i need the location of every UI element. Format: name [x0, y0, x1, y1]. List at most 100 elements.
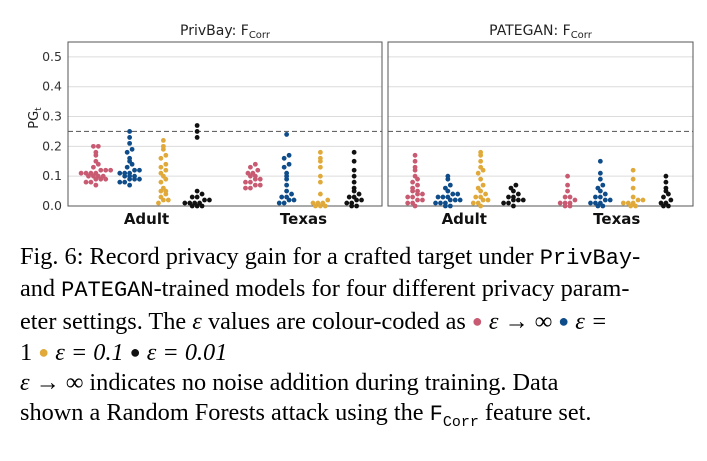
point-texas-eps-0-01 [663, 179, 669, 185]
panel-frame [67, 41, 383, 207]
point-adult-eps-1 [455, 191, 461, 197]
legend-dot-eps-1-icon: ● [558, 311, 570, 331]
point-adult-eps-inf [98, 167, 104, 173]
point-adult-eps-1 [124, 164, 130, 170]
legend-eps-0-1: ε = 0.1 [55, 339, 124, 366]
caption-text: shown a Random Forests attack using the [20, 399, 430, 426]
point-adult-eps-1 [129, 161, 135, 167]
point-texas-eps-0-01 [351, 173, 357, 179]
point-adult-eps-1 [435, 194, 441, 200]
point-texas-eps-1 [588, 200, 593, 206]
point-texas-eps-1 [607, 197, 613, 203]
point-texas-eps-0-01 [661, 203, 666, 209]
y-axis-label: PGt [27, 107, 44, 129]
point-adult-eps-0-1 [485, 197, 491, 203]
point-texas-eps-1 [289, 191, 294, 197]
point-adult-eps-inf [412, 167, 418, 173]
point-adult-eps-1 [438, 200, 443, 206]
point-adult-eps-inf [108, 167, 114, 173]
point-texas-eps-inf [243, 185, 248, 191]
point-adult-eps-1 [447, 197, 453, 203]
point-adult-eps-0-1 [163, 152, 169, 158]
point-adult-eps-inf [415, 191, 420, 197]
x-category-label: Texas [280, 210, 327, 228]
point-adult-eps-0-1 [163, 191, 169, 197]
point-adult-eps-inf [88, 179, 94, 185]
panel-title-sub: Corr [249, 30, 271, 41]
point-texas-eps-1 [286, 152, 292, 158]
point-adult-eps-inf [415, 176, 420, 182]
point-adult-eps-0-1 [480, 167, 486, 173]
point-adult-eps-1 [457, 197, 463, 203]
x-category-label: Texas [593, 210, 640, 228]
point-adult-eps-0-1 [165, 197, 171, 203]
point-adult-eps-0-01 [511, 203, 516, 209]
point-adult-eps-inf [415, 182, 420, 188]
y-tick-label: 0.0 [42, 198, 62, 213]
point-adult-eps-0-01 [511, 197, 516, 203]
legend-dot-eps-inf-icon: ● [471, 311, 483, 331]
caption-fcorr-sub: Corr [442, 413, 479, 431]
point-adult-eps-0-1 [160, 197, 166, 203]
x-category-label: Adult [442, 210, 487, 228]
point-adult-eps-0-1 [163, 176, 169, 182]
point-texas-eps-0-1 [633, 203, 639, 209]
point-adult-eps-1 [440, 194, 446, 200]
point-texas-eps-inf [565, 188, 570, 194]
point-texas-eps-0-1 [317, 158, 323, 164]
point-adult-eps-1 [122, 173, 128, 179]
point-texas-eps-inf [248, 164, 253, 170]
point-texas-eps-1 [597, 194, 603, 200]
point-adult-eps-0-01 [194, 123, 200, 128]
point-texas-eps-inf [572, 197, 578, 203]
point-texas-eps-1 [597, 158, 603, 164]
point-texas-eps-1 [284, 182, 290, 188]
point-texas-eps-1 [286, 197, 292, 203]
point-adult-eps-0-01 [202, 197, 207, 203]
plot-area [388, 42, 693, 206]
point-adult-eps-1 [127, 135, 133, 140]
point-texas-eps-0-01 [354, 197, 359, 203]
panel-title-text: PrivBay: F [180, 23, 249, 39]
point-adult-eps-inf [420, 191, 425, 197]
legend-eps-1-value: 1 [20, 339, 33, 366]
point-adult-eps-1 [117, 179, 123, 185]
point-adult-eps-inf [410, 179, 416, 185]
point-adult-eps-inf [410, 194, 416, 200]
point-texas-eps-inf [562, 194, 568, 200]
point-adult-eps-1 [442, 203, 448, 209]
point-texas-eps-inf [257, 182, 263, 188]
point-texas-eps-0-1 [317, 179, 323, 185]
point-adult-eps-0-01 [194, 135, 200, 140]
y-axis-label-sub: t [34, 107, 44, 111]
point-adult-eps-0-1 [158, 164, 164, 170]
point-texas-eps-0-01 [661, 194, 666, 200]
point-adult-eps-inf [405, 200, 411, 206]
point-adult-eps-0-1 [480, 197, 486, 203]
point-texas-eps-0-01 [349, 203, 355, 209]
point-adult-eps-inf [93, 152, 99, 158]
point-texas-eps-0-01 [665, 203, 671, 209]
point-adult-eps-0-1 [163, 161, 169, 167]
point-texas-eps-1 [597, 170, 603, 176]
point-texas-eps-0-1 [317, 191, 323, 197]
point-adult-eps-inf [95, 143, 101, 149]
point-texas-eps-inf [252, 176, 258, 182]
point-adult-eps-1 [433, 200, 438, 206]
point-adult-eps-0-1 [478, 176, 484, 182]
point-adult-eps-0-01 [513, 182, 519, 188]
panel-title-sub: Corr [571, 30, 593, 41]
caption-text: -trained models for four different priva… [153, 275, 630, 302]
point-adult-eps-1 [122, 179, 128, 185]
point-adult-eps-inf [412, 152, 418, 158]
y-tick-label: 0.5 [42, 49, 62, 64]
point-texas-eps-0-1 [620, 200, 626, 206]
point-adult-eps-0-01 [501, 200, 506, 206]
caption-eps-inf: ε → ∞ [20, 369, 84, 396]
point-adult-eps-1 [117, 170, 123, 176]
point-texas-eps-0-1 [630, 185, 636, 191]
point-adult-eps-inf [98, 176, 104, 182]
point-texas-eps-inf [562, 203, 568, 209]
point-texas-eps-0-01 [354, 203, 359, 209]
